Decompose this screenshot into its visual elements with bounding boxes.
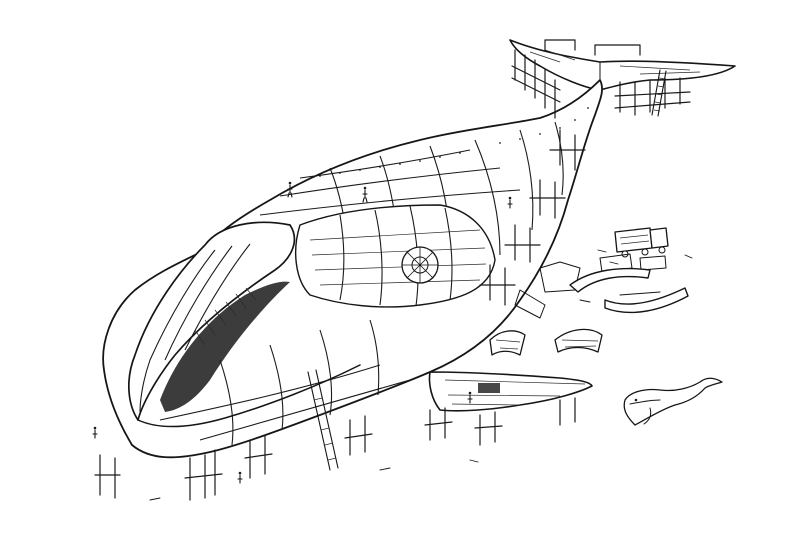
- scaffolding: [94, 39, 691, 501]
- ground-debris: [149, 249, 693, 501]
- small-whale-sketch: [623, 377, 723, 426]
- curved-hull-plates: [489, 267, 689, 356]
- tail-fluke: [509, 39, 736, 91]
- truck: [614, 227, 669, 258]
- rivet-rows: [319, 107, 589, 177]
- open-mouth: [127, 221, 361, 428]
- whale-hull: [102, 79, 603, 459]
- pectoral-fin: [428, 371, 593, 412]
- ladders: [307, 69, 667, 471]
- workers: [92, 181, 513, 484]
